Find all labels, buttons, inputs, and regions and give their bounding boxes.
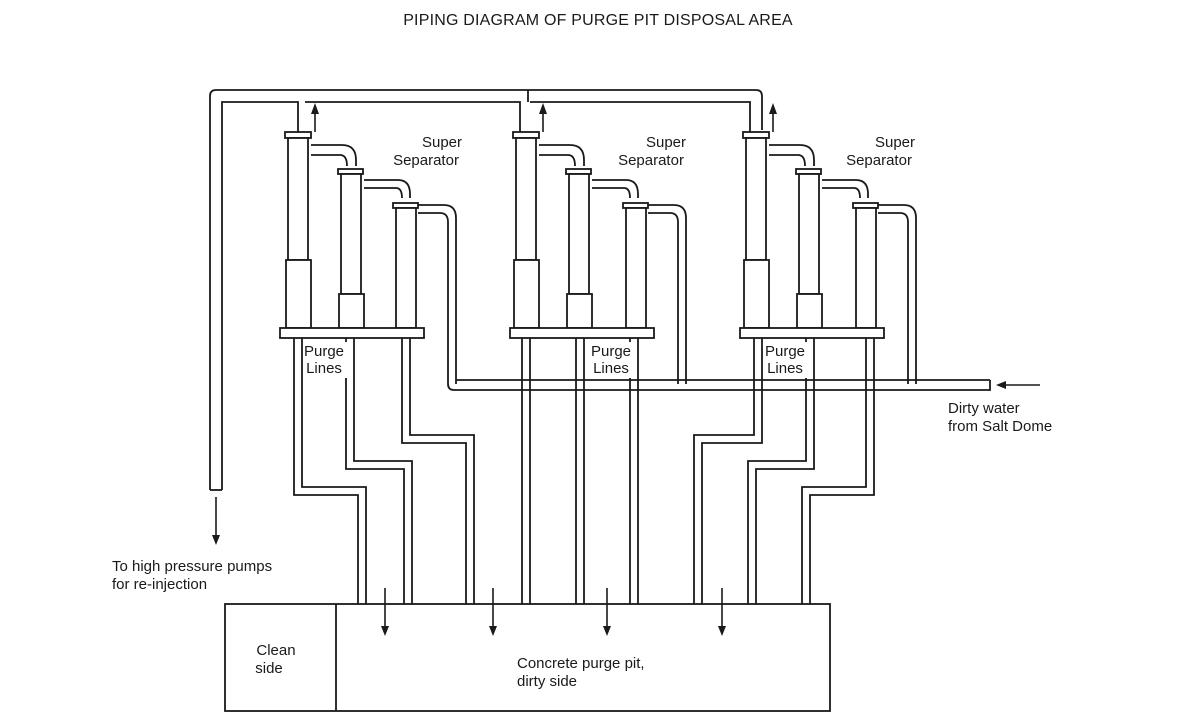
inlet-label-line1: Dirty water [948,400,1020,417]
dirty-water-header [447,379,991,391]
separator-unit-3 [693,103,917,612]
separator-1-label-line1: Super [422,134,462,151]
dirty-side-label-line1: Concrete purge pit, [517,655,645,672]
outlet-label-line1: To high pressure pumps [112,558,272,575]
purge-lines-2-label-line1: Purge [591,343,631,360]
pit-inflow-arrows [381,588,726,636]
outlet-arrow [212,497,220,545]
diagram-title: PIPING DIAGRAM OF PURGE PIT DISPOSAL ARE… [403,12,793,29]
inlet-arrow [996,381,1040,389]
dirty-side-label-line2: dirty side [517,673,577,690]
clean-water-header [209,89,763,491]
clean-side-label-line1: Clean [256,642,295,659]
purge-lines-3-label-line2: Lines [767,360,803,377]
purge-lines-1-label-line1: Purge [304,343,344,360]
separator-unit-2 [509,103,687,612]
separator-1-label-line2: Separator [393,152,459,169]
purge-lines-2-label-line2: Lines [593,360,629,377]
separator-2-label-line1: Super [646,134,686,151]
purge-pit [224,603,831,712]
purge-lines-1-label-line2: Lines [306,360,342,377]
separator-3-label-line2: Separator [846,152,912,169]
purge-lines-3-label-line1: Purge [765,343,805,360]
separator-unit-1 [279,103,475,612]
separator-3-label-line1: Super [875,134,915,151]
separator-2-label-line2: Separator [618,152,684,169]
outlet-label-line2: for re-injection [112,576,207,593]
clean-side-label-line2: side [255,660,283,677]
inlet-label-line2: from Salt Dome [948,418,1052,435]
